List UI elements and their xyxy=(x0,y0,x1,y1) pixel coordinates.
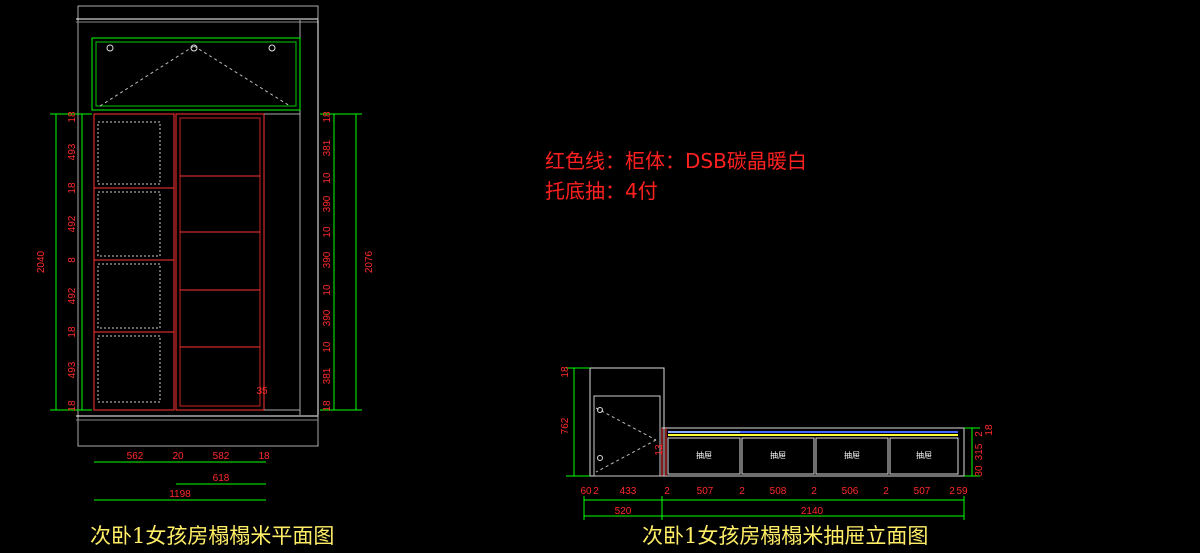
plan-left-dim: 18 xyxy=(67,326,78,338)
plan-bottom-dim: 20 xyxy=(172,451,184,462)
plan-right-dim: 18 xyxy=(322,111,333,123)
elev-bottom-dim: 2 xyxy=(883,486,889,497)
elev-bottom-dim: 506 xyxy=(842,486,859,497)
plan-left-dim: 493 xyxy=(67,361,78,378)
plan-right-dim: 390 xyxy=(322,309,333,326)
elev-bottom-dim: 59 xyxy=(956,486,968,497)
plan-right-dim: 390 xyxy=(322,195,333,212)
plan-right-dim: 10 xyxy=(322,341,333,353)
elev-inner-small: 13 xyxy=(654,444,665,456)
elev-right-dim: 315 xyxy=(974,443,985,460)
plan-left-dim: 493 xyxy=(67,143,78,160)
elev-bottom-dim: 2 xyxy=(949,486,955,497)
plan-bottom-dim: 582 xyxy=(213,451,230,462)
note-line-1: 红色线：柜体：DSB碳晶暖白 xyxy=(545,149,807,173)
elev-bottom-dim: 507 xyxy=(697,486,714,497)
plan-right-dim: 10 xyxy=(322,284,333,296)
plan-right-dim: 381 xyxy=(322,139,333,156)
elev-bottom-dim: 2 xyxy=(664,486,670,497)
plan-left-dim: 492 xyxy=(67,287,78,304)
drawer-label-2: 抽屉 xyxy=(770,450,786,460)
plan-right-total: 2076 xyxy=(364,250,375,273)
plan-bottom-dims: 562 20 582 18 xyxy=(127,451,270,462)
elev-right-dim: 2 xyxy=(974,431,985,437)
plan-bottom-dim: 562 xyxy=(127,451,144,462)
plan-left-dims: 18 493 18 492 8 492 18 493 18 xyxy=(67,111,78,412)
elev-bottom-dim: 507 xyxy=(914,486,931,497)
plan-left-dim: 18 xyxy=(67,400,78,412)
plan-width-618: 618 xyxy=(213,473,230,484)
elev-bottom-dim: 508 xyxy=(770,486,787,497)
elev-bottom-dim: 433 xyxy=(620,486,637,497)
plan-right-dim: 390 xyxy=(322,251,333,268)
plan-caption: 次卧1女孩房榻榻米平面图 xyxy=(90,524,334,548)
elev-height-left: 762 xyxy=(560,417,571,434)
plan-corner-dim: 35 xyxy=(256,386,268,397)
plan-right-dims: 18 381 10 390 10 390 10 390 10 381 18 xyxy=(322,111,333,412)
plan-bottom-dim: 18 xyxy=(258,451,270,462)
plan-right-dim: 381 xyxy=(322,367,333,384)
plan-view xyxy=(50,5,362,501)
elevation-view xyxy=(566,367,980,520)
plan-left-dim: 492 xyxy=(67,215,78,232)
plan-left-dim: 18 xyxy=(67,111,78,123)
plan-left-dim: 8 xyxy=(67,257,78,263)
elev-total-520: 520 xyxy=(615,506,632,517)
elev-bottom-dim: 60 xyxy=(580,486,592,497)
drawer-label-4: 抽屉 xyxy=(916,450,932,460)
plan-right-dim: 10 xyxy=(322,172,333,184)
plan-right-dim: 18 xyxy=(322,400,333,412)
drawer-label-1: 抽屉 xyxy=(696,450,712,460)
plan-right-dim: 10 xyxy=(322,226,333,238)
elev-right-dim: 30 xyxy=(974,465,985,477)
elev-bottom-dim: 2 xyxy=(811,486,817,497)
elev-bottom-dim: 2 xyxy=(739,486,745,497)
elevation-caption: 次卧1女孩房榻榻米抽屉立面图 xyxy=(642,524,928,548)
elev-total-2140: 2140 xyxy=(801,506,824,517)
elev-right-dim: 18 xyxy=(984,424,995,436)
elev-bottom-dim: 2 xyxy=(593,486,599,497)
note-line-2: 托底抽：4付 xyxy=(545,179,658,203)
elev-top-small: 18 xyxy=(560,366,571,378)
plan-width-total: 1198 xyxy=(169,489,191,500)
drawer-label-3: 抽屉 xyxy=(844,450,860,460)
plan-left-total: 2040 xyxy=(36,250,47,273)
plan-left-dim: 18 xyxy=(67,182,78,194)
